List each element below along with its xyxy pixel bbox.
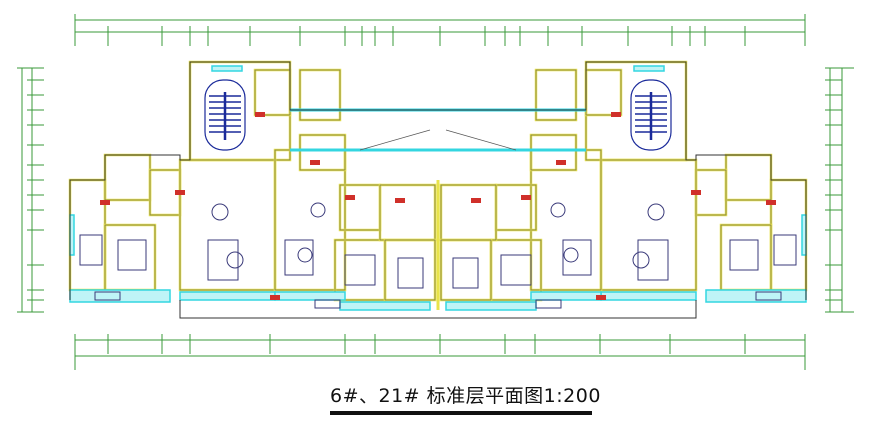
door xyxy=(270,295,280,300)
elevator-shaft-right-outline xyxy=(535,69,577,121)
side-window-right xyxy=(801,214,807,256)
window-center-left xyxy=(339,301,431,311)
living-room-right xyxy=(599,158,698,292)
corridor-line xyxy=(445,129,517,151)
dining-table-right xyxy=(550,202,566,218)
drawing-title-block: 6#、21# 标准层平面图1:200 xyxy=(330,381,600,415)
elevator-shaft-right xyxy=(534,68,578,122)
bed-right xyxy=(452,257,479,289)
stair-window-right xyxy=(633,65,665,72)
balcony-left xyxy=(274,291,346,301)
door xyxy=(521,195,531,200)
window-center-right xyxy=(445,301,537,311)
title-underline xyxy=(330,411,592,415)
corridor-line xyxy=(359,129,431,151)
door xyxy=(345,195,355,200)
dining-table-left xyxy=(310,202,326,218)
stair-right xyxy=(630,79,672,151)
building-outline-bottom xyxy=(179,300,697,319)
sofa-left xyxy=(284,239,314,276)
living-balcony-right xyxy=(600,291,697,301)
bed-right xyxy=(500,254,532,286)
living-balcony-left xyxy=(179,291,276,301)
plant-right xyxy=(535,299,562,309)
door xyxy=(100,200,110,205)
bed-left xyxy=(117,239,147,271)
elevator-lobby-left xyxy=(253,68,292,117)
kitchen-center-left-outline xyxy=(379,184,436,241)
living-room-left xyxy=(178,158,277,292)
drawing-scale: 1:200 xyxy=(543,385,601,407)
bath-small-left-outline xyxy=(299,134,346,171)
stair-window-left xyxy=(211,65,243,72)
balcony-right xyxy=(530,291,602,301)
bedroom-mid-left-outline xyxy=(384,239,436,301)
table-left xyxy=(297,247,313,263)
elevator-lobby-right-outline xyxy=(585,69,622,116)
door xyxy=(471,198,481,203)
door xyxy=(310,160,320,165)
elevator-shaft-left xyxy=(298,68,342,122)
drawing-title: 6#、21# 标准层平面图1:200 xyxy=(330,381,600,408)
door xyxy=(611,112,621,117)
bedroom-left-outline xyxy=(104,224,156,291)
kitchen-center-right-outline xyxy=(440,184,497,241)
door xyxy=(175,190,185,195)
kitchen-center-left xyxy=(378,183,437,242)
elevator-shaft-left-outline xyxy=(299,69,341,121)
kitchen-center-right xyxy=(439,183,498,242)
table-right xyxy=(563,247,579,263)
bed-left xyxy=(344,254,376,286)
door xyxy=(596,295,606,300)
bedroom-mid-right-outline xyxy=(440,239,492,301)
kitchen-right xyxy=(724,153,773,202)
door xyxy=(766,200,776,205)
bedroom-mid-left xyxy=(383,238,437,302)
stair-left xyxy=(204,79,246,151)
plant-right xyxy=(755,291,782,301)
elevator-lobby-right xyxy=(584,68,623,117)
bath-small-right xyxy=(529,133,578,172)
bath-small-right-outline xyxy=(530,134,577,171)
door xyxy=(255,112,265,117)
bedroom-left xyxy=(103,223,157,292)
dining-table-left xyxy=(211,203,229,221)
bed-left xyxy=(79,234,103,266)
side-window-left xyxy=(69,214,75,256)
door xyxy=(556,160,566,165)
plant-left xyxy=(94,291,121,301)
bath-small-left xyxy=(298,133,347,172)
sofa-right xyxy=(637,239,669,281)
living-room-right-outline xyxy=(600,159,697,291)
dining-table-right xyxy=(647,203,665,221)
living-room-left-outline xyxy=(179,159,276,291)
sofa-left xyxy=(207,239,239,281)
door xyxy=(691,190,701,195)
bed-right xyxy=(773,234,797,266)
door xyxy=(395,198,405,203)
kitchen-right-outline xyxy=(725,154,772,201)
bedroom-right xyxy=(719,223,773,292)
plant-left xyxy=(314,299,341,309)
kitchen-left-outline xyxy=(104,154,151,201)
building-outline xyxy=(69,61,807,300)
elevator-lobby-left-outline xyxy=(254,69,291,116)
bed-left xyxy=(397,257,424,289)
kitchen-left xyxy=(103,153,152,202)
bedroom-right-outline xyxy=(720,224,772,291)
coffee-table-left xyxy=(226,251,244,269)
sofa-right xyxy=(562,239,592,276)
bed-right xyxy=(729,239,759,271)
coffee-table-right xyxy=(632,251,650,269)
drawing-title-text: 6#、21# 标准层平面图 xyxy=(330,385,544,407)
bedroom-mid-right xyxy=(439,238,493,302)
